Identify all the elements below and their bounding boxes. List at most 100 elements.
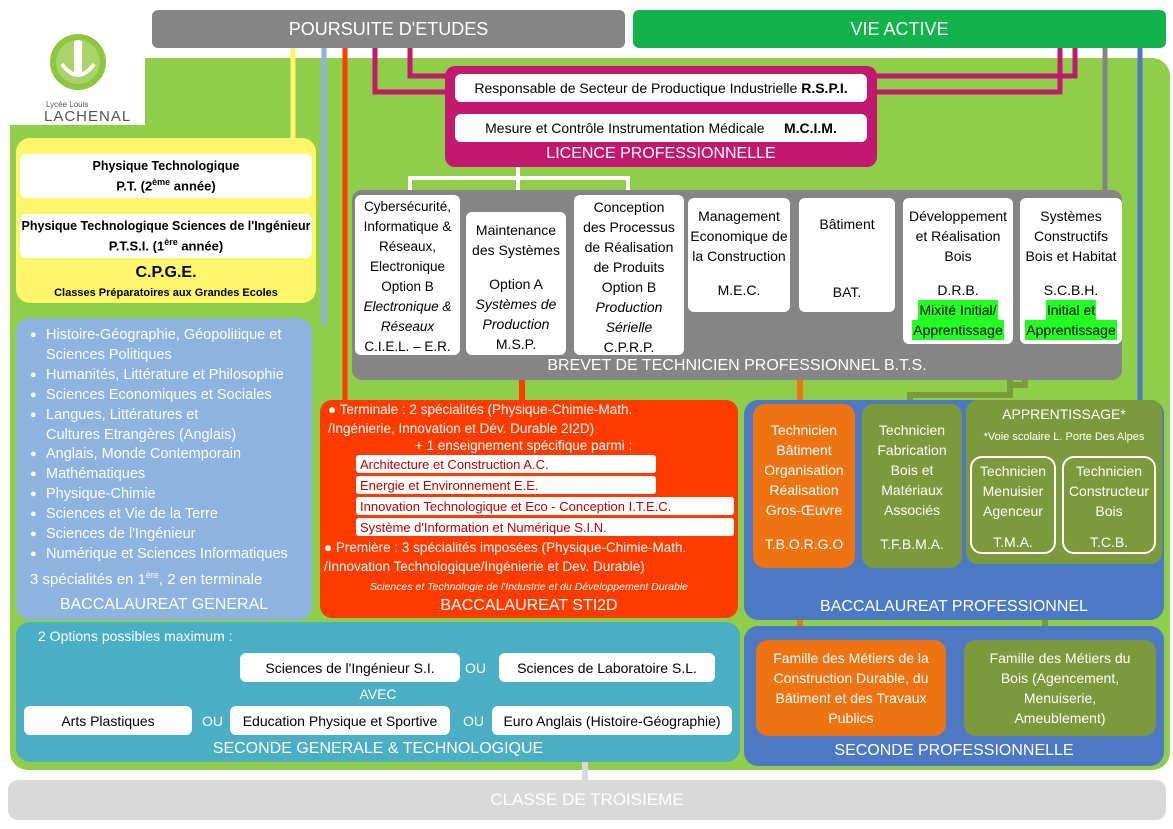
apprentissage-panel: APPRENTISSAGE* *Voie scolaire L. Porte D… — [966, 400, 1162, 564]
cprp-l7: Sérielle — [605, 319, 653, 335]
bts-bat-box: Bâtiment BAT. — [799, 198, 895, 312]
msp-code: M.S.P. — [495, 336, 537, 352]
tborgo-l4: Réalisation — [769, 482, 839, 498]
ptsi-code: P.T.S.I. (1 — [108, 238, 165, 254]
bac-general-item-label: Sciences Politiques — [46, 346, 172, 363]
fam1-l1: Famille des Métiers de la — [773, 650, 929, 666]
tcb-code: T.C.B. — [1089, 534, 1129, 550]
tborgo-code: T.B.O.R.G.O — [764, 536, 844, 552]
fam1-l4: Publics — [828, 710, 874, 726]
sti2d-title: BACCALAUREAT STI2D — [440, 597, 618, 614]
mec-code: M.E.C. — [717, 282, 761, 298]
rspi-box: Responsable de Secteur de Productique In… — [455, 74, 867, 102]
bts-title: BREVET DE TECHNICIEN PROFESSIONNEL B.T.S… — [547, 357, 927, 374]
eps-option: Education Physique et Sportive — [230, 706, 450, 735]
msp-l4: Systèmes de — [475, 296, 557, 312]
vie-active-header: VIE ACTIVE — [633, 10, 1166, 48]
bac-general-item-label: Anglais, Monde Contemporain — [46, 446, 242, 463]
apprentissage-note: *Voie scolaire L. Porte Des Alpes — [983, 431, 1145, 443]
bullet-icon: ● — [30, 368, 37, 381]
drb-l1: Développement — [908, 208, 1008, 224]
seconde-pro-title: SECONDE PROFESSIONNELLE — [834, 742, 1074, 759]
fam2-l4: Ameublement) — [1014, 710, 1106, 726]
school-logo-icon — [50, 34, 106, 90]
tborgo-box: Technicien Bâtiment Organisation Réalisa… — [753, 404, 855, 568]
scbh-hl1: Initial et — [1045, 300, 1097, 320]
cprp-l5: Option B — [601, 279, 657, 295]
pt-label: Physique Technologique — [92, 158, 240, 173]
mec-l1: Management — [698, 208, 780, 224]
seconde-gt-panel: 2 Options possibles maximum : Sciences d… — [16, 622, 740, 762]
famille-construction-box: Famille des Métiers de la Construction D… — [756, 640, 946, 736]
tma-l3: Agenceur — [983, 503, 1043, 519]
sl-option: Sciences de Laboratoire S.L. — [499, 653, 715, 682]
seconde-pro-panel: Famille des Métiers de la Construction D… — [744, 626, 1164, 766]
bullet-icon: ● — [30, 448, 37, 461]
tma-l2: Menuisier — [982, 483, 1044, 499]
rspi-label: Responsable de Secteur de Productique In… — [474, 80, 798, 96]
bullet-icon: ● — [30, 488, 37, 501]
bat-l1: Bâtiment — [819, 216, 875, 232]
ptsi-box: Physique Technologique Sciences de l'Ing… — [20, 214, 312, 258]
pt-box: Physique Technologique P.T. (2ème année) — [20, 154, 312, 198]
drb-hl1: Mixité Initial/ — [918, 300, 998, 320]
ciel-l3: Réseaux, — [378, 239, 437, 254]
bac-general-item: ●Sciences et Vie de la Terre — [30, 505, 310, 525]
bac-general-item-label: Langues, Littératures et — [46, 406, 199, 423]
fam1-l2: Construction Durable, du — [773, 670, 929, 686]
ciel-l6: Electronique & — [363, 299, 452, 314]
cprp-l6: Production — [595, 299, 663, 315]
ou-1: OU — [465, 660, 486, 676]
rspi-code: R.S.P.I. — [801, 80, 848, 96]
ou-2: OU — [202, 713, 223, 729]
fam1-l3: Bâtiment et des Travaux — [775, 690, 927, 706]
troisieme-bar: CLASSE DE TROISIEME — [8, 780, 1166, 820]
tma-box: Technicien Menuisier Agenceur T.M.A. — [970, 456, 1056, 554]
sti2d-panel: ● Terminale : 2 spécialités (Physique-Ch… — [320, 400, 738, 618]
sti2d-option-ac: Architecture et Construction A.C. — [356, 455, 656, 473]
bullet-icon: ● — [30, 528, 37, 541]
bts-drb-box: Développement et Réalisation Bois D.R.B.… — [903, 198, 1013, 344]
tcb-box: Technicien Constructeur Bois T.C.B. — [1062, 456, 1156, 554]
cprp-l4: de Produits — [593, 259, 665, 275]
mcim-box: Mesure et Contrôle Instrumentation Médic… — [455, 114, 867, 142]
sti2d-terminale-1: ● Terminale : 2 spécialités (Physique-Ch… — [328, 402, 633, 417]
fam2-l1: Famille des Métiers du — [989, 650, 1131, 666]
tma-code: T.M.A. — [993, 534, 1033, 550]
bullet-icon: ● — [30, 508, 37, 521]
bac-general-item: ● Anglais, Monde Contemporain — [30, 445, 310, 465]
tfbma-l5: Associés — [883, 502, 941, 518]
bac-general-item-label: Numérique et Sciences Informatiques — [46, 545, 288, 562]
apprentissage-title: APPRENTISSAGE* — [966, 406, 1162, 422]
scbh-l3: Bois et Habitat — [1025, 248, 1117, 264]
bts-panel: Cybersécurité, Informatique & Réseaux, E… — [352, 190, 1122, 380]
sti2d-premiere-1: ● Première : 3 spécialités imposées (Phy… — [324, 540, 687, 555]
msp-l3: Option A — [489, 276, 543, 292]
tfbma-box: Technicien Fabrication Bois et Matériaux… — [862, 404, 962, 568]
drb-hl2: Apprentissage — [912, 320, 1004, 340]
bac-general-item: ● Numérique et Sciences Informatiques — [30, 545, 310, 565]
tcb-l3: Bois — [1095, 503, 1123, 519]
bullet-icon: ● — [30, 388, 37, 401]
fam2-l2: Bois (Agencement, — [1000, 670, 1120, 686]
bullet-icon: ● — [30, 408, 37, 421]
bac-general-item: ●Mathématiques — [30, 465, 310, 485]
sti2d-option-sin: Système d'Information et Numérique S.I.N… — [356, 518, 734, 536]
logo-line1: Lycée Louis — [46, 100, 89, 109]
tborgo-l5: Gros-Œuvre — [765, 502, 843, 518]
specs-a: 3 spécialités en 1 — [30, 571, 146, 588]
licence-title: LICENCE PROFESSIONNELLE — [546, 145, 776, 162]
bts-ciel-box: Cybersécurité, Informatique & Réseaux, E… — [355, 195, 460, 355]
bullet-icon: ● — [30, 547, 37, 560]
drb-l3: Bois — [944, 248, 972, 264]
ciel-l4: Electronique — [369, 259, 446, 274]
tborgo-l2: Bâtiment — [776, 442, 832, 458]
mec-l3: la Construction — [692, 248, 786, 264]
bac-general-item-label: Sciences de l'Ingénieur — [46, 526, 196, 543]
ou-3: OU — [463, 713, 484, 729]
sti2d-option-ee: Energie et Environnement E.E. — [356, 476, 656, 494]
bac-general-item-label: Humanités, Littérature et Philosophie — [46, 366, 284, 383]
sti2d-terminale-3: + 1 enseignement spécifique parmi : — [415, 438, 633, 453]
msp-l2: des Systèmes — [472, 242, 560, 258]
ptsi-label: Physique Technologique Sciences de l'Ing… — [21, 218, 311, 233]
